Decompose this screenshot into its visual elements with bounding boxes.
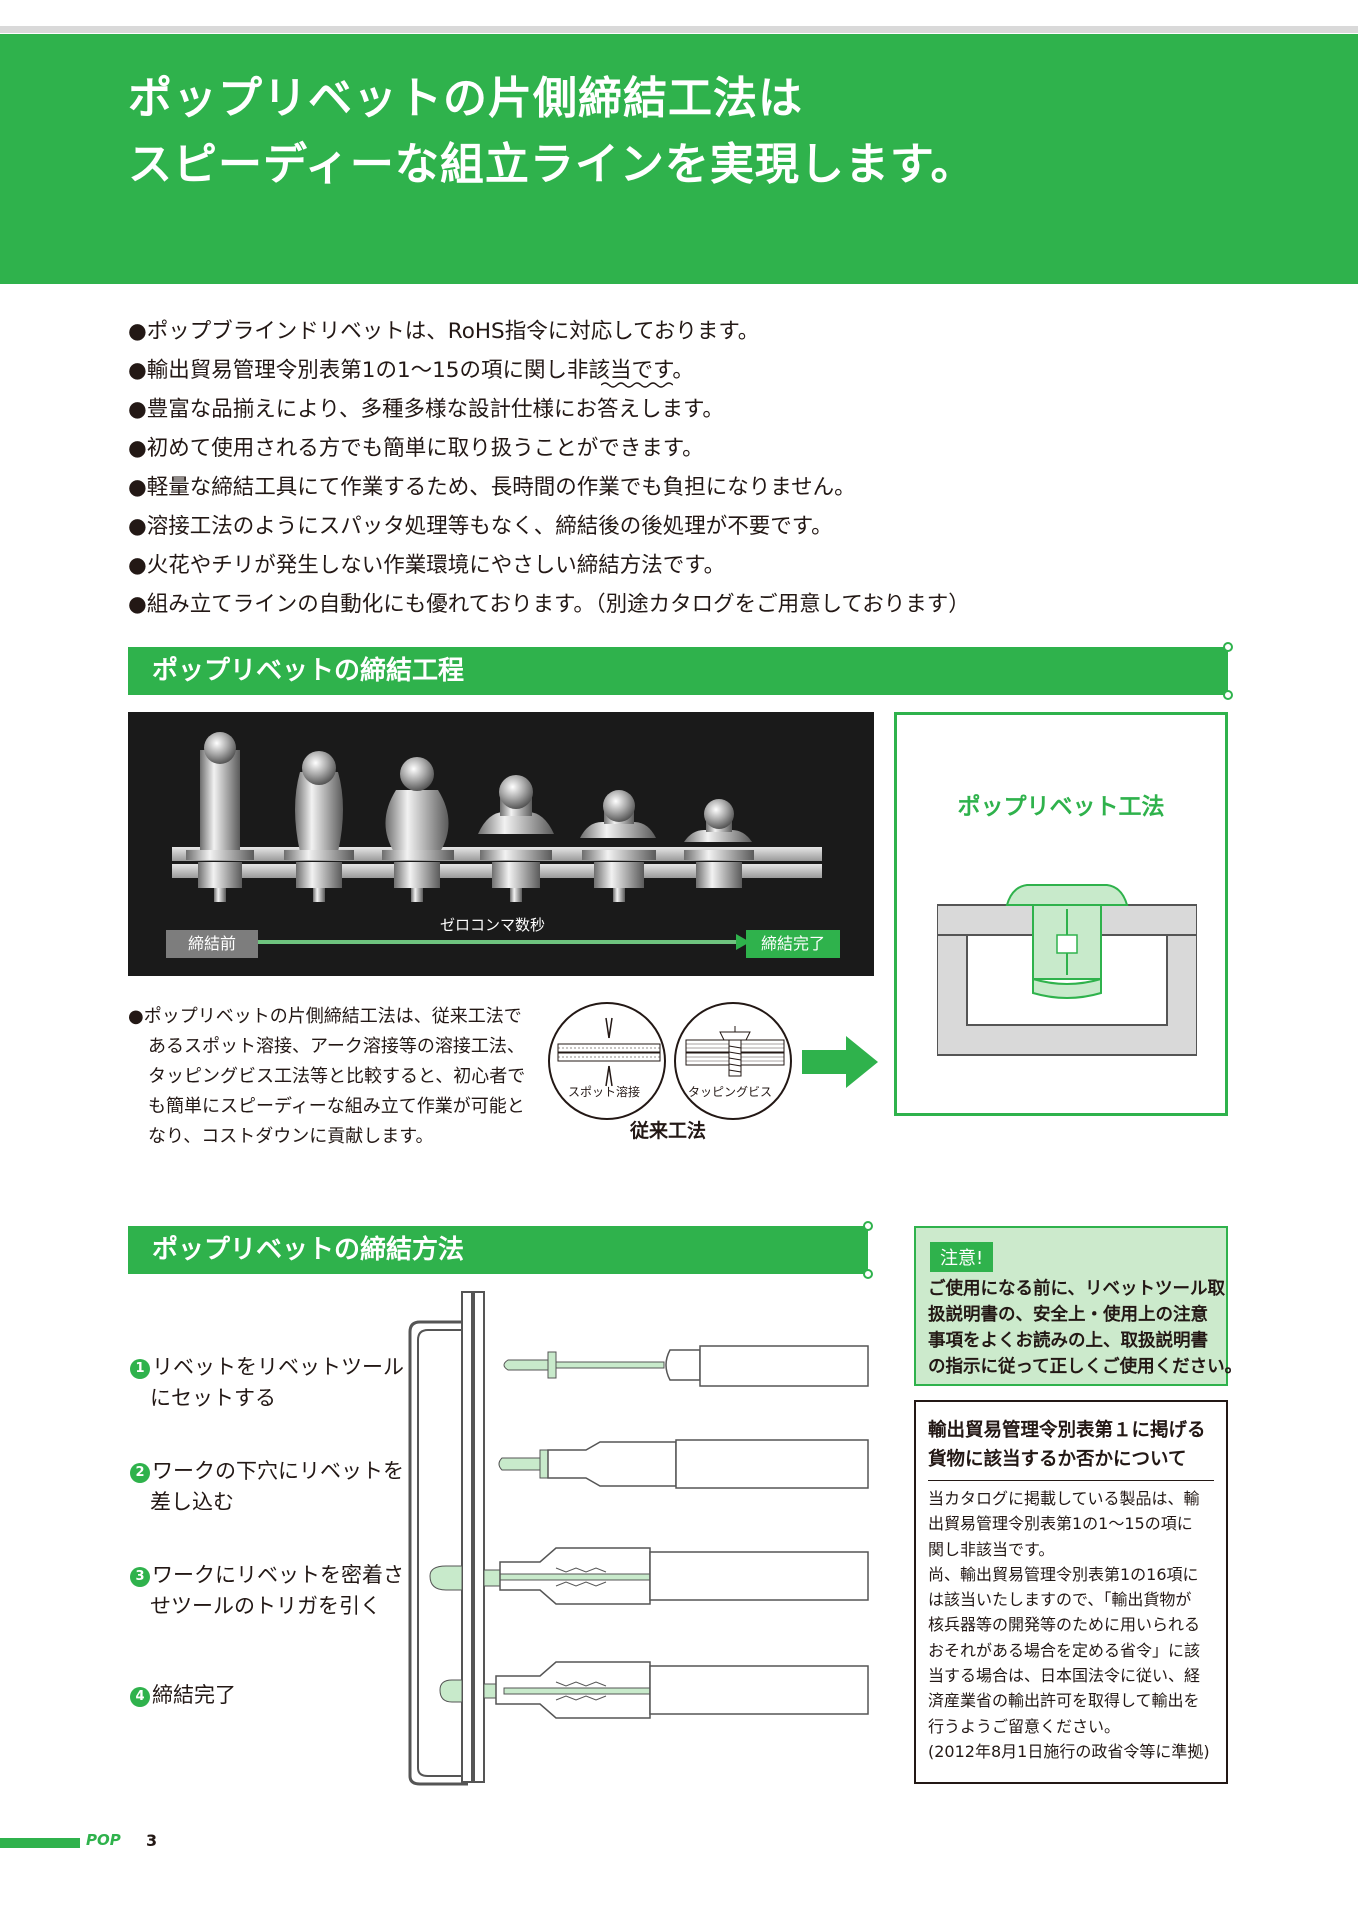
before-label: 締結前 [166,930,258,958]
text-line: ご使用になる前に、リベットツール取 [928,1279,1225,1299]
after-label: 締結完了 [746,930,840,958]
step-text: リベットをリベットツール [152,1355,404,1379]
feature-item: ●豊富な品揃えにより、多種多様な設計仕様にお答えします。 [128,397,724,422]
text-line: 出貿易管理令別表第1の1～15の項に [928,1514,1193,1534]
step-text: にセットする [150,1386,276,1410]
wavy-underline [601,382,673,388]
step-number-icon: 3 [130,1567,150,1587]
text-line: 核兵器等の開発等のために用いられる [928,1615,1201,1635]
conventional-caption: 従来工法 [630,1120,707,1142]
feature-list: ●ポップブラインドリベットは、RoHS指令に対応しております。 ●輸出貿易管理令… [128,312,1228,624]
pop-rivet-method-box: ポップリベット工法 [894,712,1228,1116]
conventional-description: ●ポップリベットの片側締結工法は、従来工法で あるスポット溶接、アーク溶接等の溶… [128,1002,538,1152]
export-control-title: 輸出貿易管理令別表第１に掲げる 貨物に該当するか否かについて [928,1416,1206,1474]
caution-box: 注意! ご使用になる前に、リベットツール取 扱説明書の、安全上・使用上の注意 事… [914,1226,1242,1386]
step-number-icon: 2 [130,1463,150,1483]
step-text: 差し込む [150,1490,234,1514]
text-line: 扱説明書の、安全上・使用上の注意 [928,1305,1208,1325]
arrow-right-icon [802,1036,878,1088]
rivet-sequence-illustration [172,732,822,950]
page-title-line-1: ポップリベットの片側締結工法は [128,73,803,124]
text-line: なり、コストダウンに貢献します。 [148,1126,434,1147]
method-box-title: ポップリベット工法 [957,794,1165,820]
top-rule [0,26,1358,33]
text-line: (2012年8月1日施行の政省令等に準拠) [928,1741,1210,1761]
page-number: 3 [146,1831,158,1850]
corner-dot [1223,642,1233,652]
caution-tag: 注意! [930,1242,994,1272]
step-text: 締結完了 [152,1683,236,1707]
text-line: おそれがある場合を定める省令」に該 [928,1640,1201,1660]
tapping-screw-diagram [674,1002,792,1120]
spot-welding-label: スポット溶接 [568,1085,641,1099]
corner-dot [863,1269,873,1279]
feature-item: ●ポップブラインドリベットは、RoHS指令に対応しております。 [128,319,760,344]
step-text: ワークの下穴にリベットを [152,1459,404,1483]
step-text: せツールのトリガを引く [150,1594,381,1618]
feature-item: ●輸出貿易管理令別表第1の1～15の項に関し非該当です。 [128,351,1228,390]
text-line: 事項をよくお読みの上、取扱説明書 [928,1331,1208,1351]
tapping-screw-icon [685,1026,785,1077]
feature-item: ●火花やチリが発生しない作業環境にやさしい締結方法です。 [128,553,726,578]
text-line: 当カタログに掲載している製品は、輸 [928,1489,1200,1508]
text-line: タッピングビス工法等と比較すると、初心者で [148,1066,526,1087]
feature-item: ●溶接工法のようにスパッタ処理等もなく、締結後の後処理が不要です。 [128,514,833,539]
page-title-line-2: スピーディーな組立ラインを実現します。 [128,139,976,190]
divider [928,1480,1214,1481]
spot-welding-diagram [548,1002,666,1120]
text-line: あるスポット溶接、アーク溶接等の溶接工法、 [148,1036,525,1057]
feature-item: ●軽量な締結工具にて作業するため、長時間の作業でも負担になりません。 [128,475,856,500]
corner-dot [1223,690,1233,700]
text-line: 貨物に該当するか否かについて [928,1449,1187,1470]
text-line: 関し非該当です。 [928,1539,1055,1559]
export-control-text: 当カタログに掲載している製品は、輸 出貿易管理令別表第1の1～15の項に 関し非… [928,1486,1210,1764]
text-line: ●ポップリベットの片側締結工法は、従来工法で [128,1006,522,1027]
section-heading-text: ポップリベットの締結方法 [152,1235,465,1265]
text-line: も簡単にスピーディーな組み立て作業が可能と [148,1096,525,1117]
section-heading-process: ポップリベットの締結工程 [128,642,1233,700]
section-heading-text: ポップリベットの締結工程 [152,656,465,686]
step-number-icon: 1 [130,1359,150,1379]
text-line: 行うようご留意ください。 [928,1716,1121,1736]
pop-logo: POP [86,1831,121,1849]
feature-item: ●組み立てラインの自動化にも優れております。（別途カタログをご用意しております） [128,592,970,617]
step-number-icon: 4 [130,1687,150,1707]
hero-banner [0,34,1358,284]
feature-text: ●輸出貿易管理令別表第1の1～15の項に関し非該当です。 [128,358,694,383]
text-line: 輸出貿易管理令別表第１に掲げる [928,1420,1206,1441]
tapping-screw-label: タッピングビス [688,1085,773,1099]
export-control-box: 輸出貿易管理令別表第１に掲げる 貨物に該当するか否かについて 当カタログに掲載し… [914,1400,1228,1784]
text-line: の指示に従って正しくご使用ください。 [928,1357,1243,1377]
footer-bar [0,1838,80,1848]
feature-item: ●初めて使用される方でも簡単に取り扱うことができます。 [128,436,704,461]
rivet-tool-illustration [408,1291,869,1786]
section-heading-method: ポップリベットの締結方法 [128,1221,873,1279]
step-text: ワークにリベットを密着さ [152,1563,404,1587]
pop-rivet-cross-section [937,884,1197,1056]
corner-dot [863,1221,873,1231]
caution-text: ご使用になる前に、リベットツール取 扱説明書の、安全上・使用上の注意 事項をよく… [928,1276,1242,1380]
spot-weld-icon [557,1017,661,1087]
text-line: 済産業省の輸出許可を取得して輸出を [928,1691,1200,1711]
duration-label: ゼロコンマ数秒 [440,916,546,934]
text-line: 尚、輸出貿易管理令別表第1の16項に [928,1564,1199,1584]
page-title: ポップリベットの片側締結工法は スピーディーな組立ラインを実現します。 [128,66,976,198]
text-line: 当する場合は、日本国法令に従い、経 [928,1666,1201,1686]
text-line: は該当いたしますので、「輸出貨物が [928,1590,1192,1610]
